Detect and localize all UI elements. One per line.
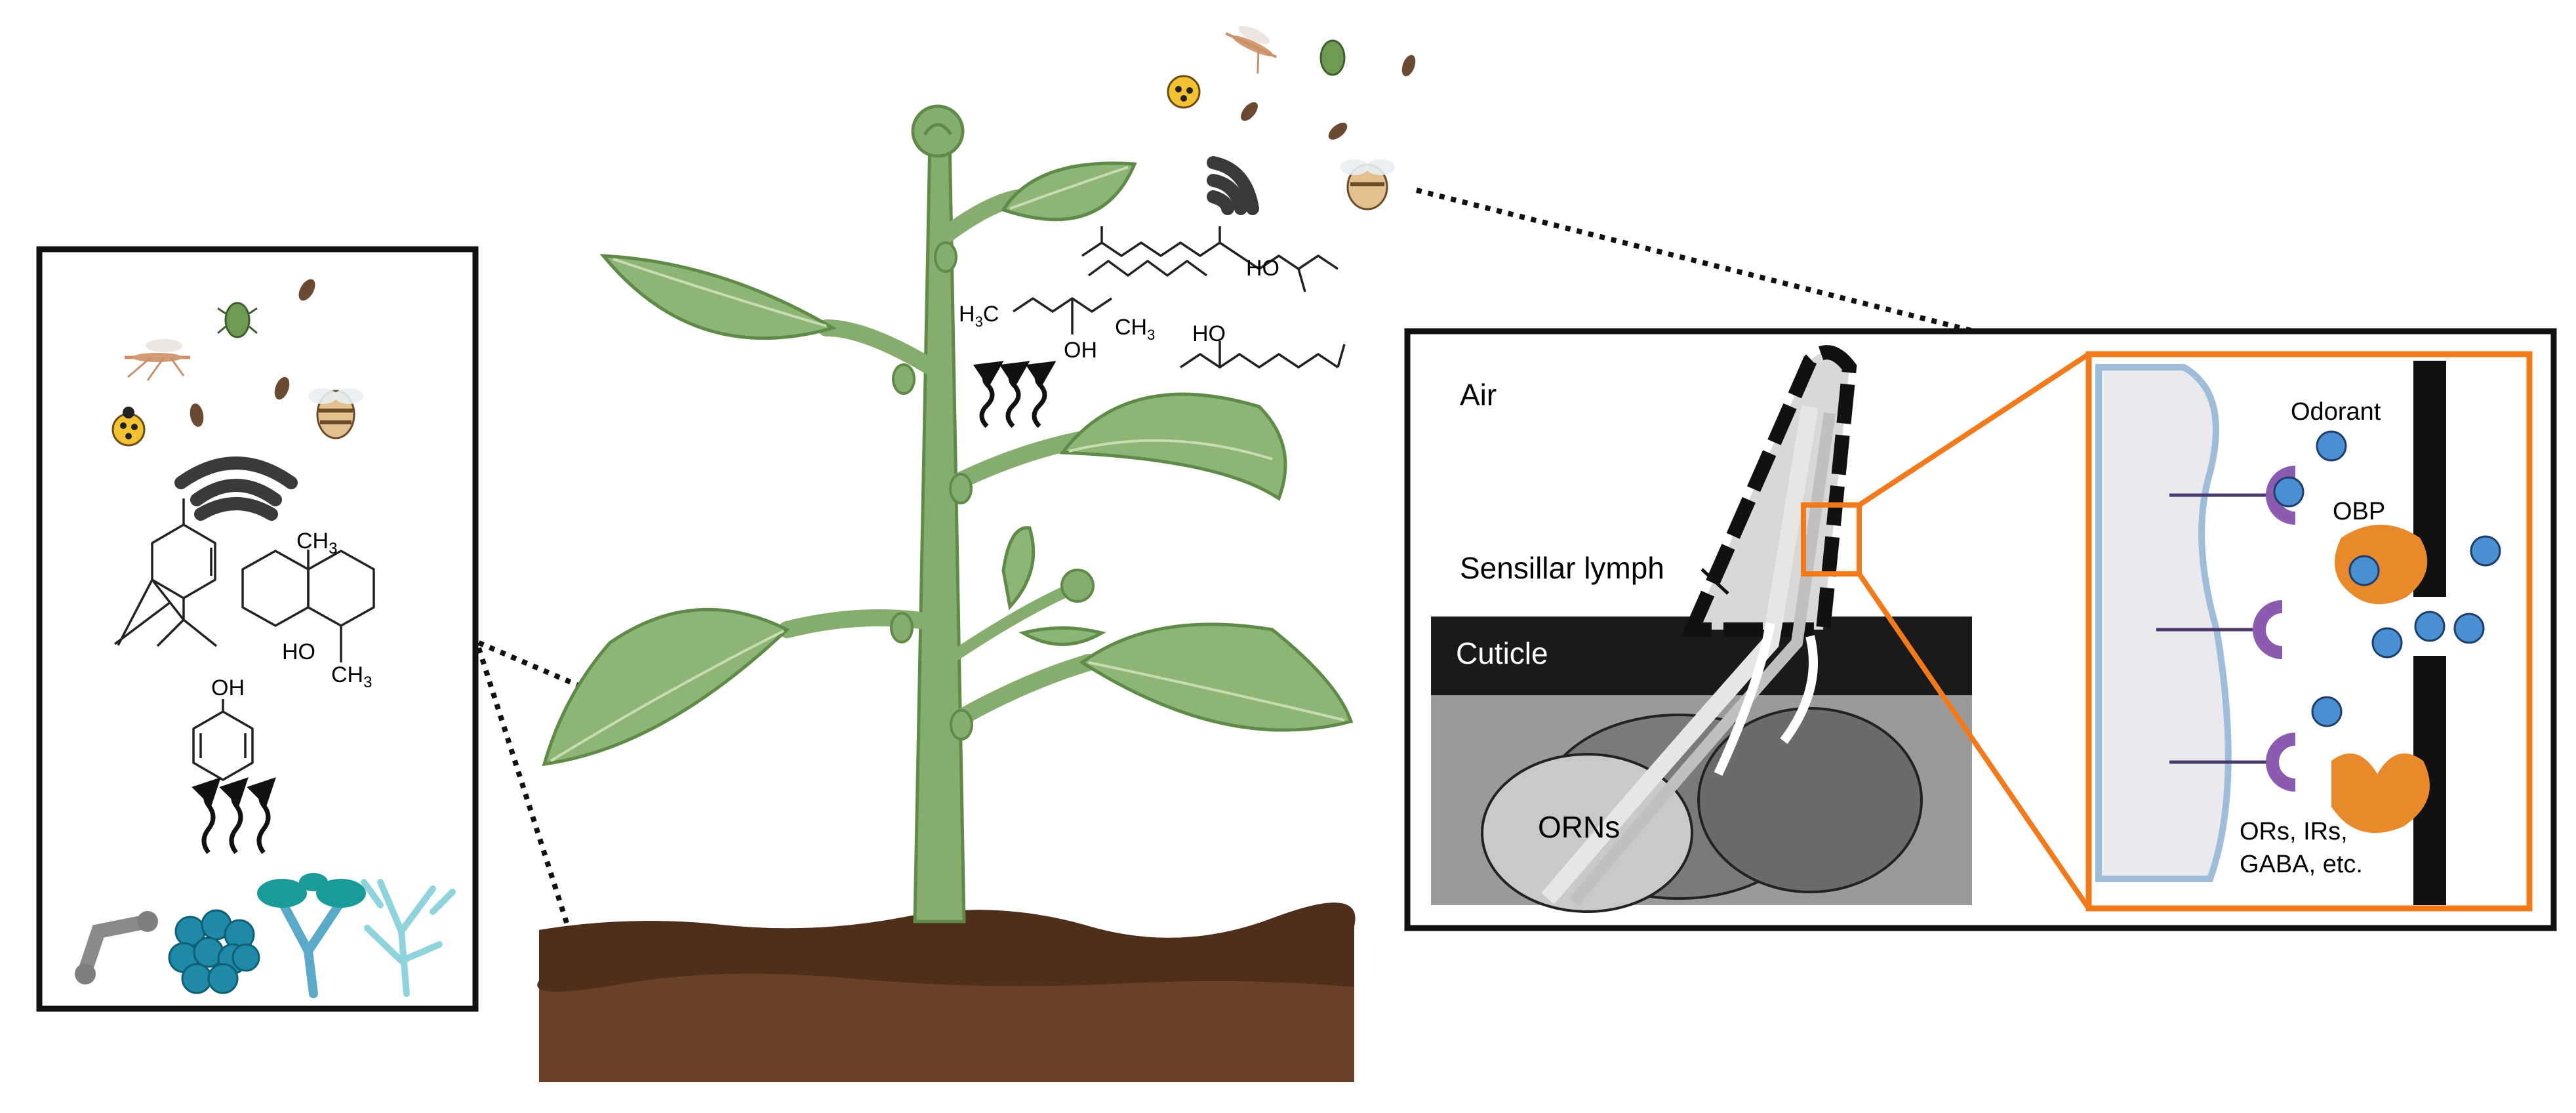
sensillum-illustration [1431, 345, 2091, 913]
svg-text:CH3: CH3 [331, 662, 372, 691]
bacteria-icon [75, 911, 158, 984]
svg-text:H3C: H3C [959, 302, 999, 330]
leaf [542, 161, 1354, 767]
left-panel: CH3 HO CH3 OH [36, 246, 479, 1012]
plant [542, 104, 1354, 923]
soil [537, 902, 1356, 1082]
label-sensillar-lymph: Sensillar lymph [1460, 551, 1664, 585]
right-connector-line [1416, 188, 1975, 334]
svg-text:CH3: CH3 [1115, 315, 1155, 343]
cuticle-layer [1431, 590, 1972, 695]
label-receptors-1: ORs, IRs, [2240, 818, 2348, 845]
label-orns: ORNs [1538, 810, 1620, 844]
svg-text:HO: HO [282, 639, 315, 664]
phenol-structure: OH [192, 676, 254, 781]
right-panel: Air Sensillar lymph Cuticle ORNs [1404, 328, 2557, 931]
svg-text:HO: HO [1192, 321, 1226, 346]
terpene-structure [113, 498, 218, 647]
receptor-icon [2156, 493, 2269, 764]
svg-text:HO: HO [1246, 256, 1279, 281]
insect-icon [1167, 26, 1416, 211]
linalool-structure-2: HO [1180, 321, 1346, 369]
insect-icon [111, 279, 363, 447]
linalool-structure: H3C OH CH3 [959, 260, 1208, 363]
label-air: Air [1460, 378, 1497, 412]
label-odorant: Odorant [2291, 398, 2381, 426]
zoom-panel: Odorant OBP ORs, IRs, GABA, etc. [2085, 351, 2533, 912]
svg-text:OH: OH [211, 676, 245, 700]
signal-waves-icon [1207, 156, 1259, 215]
label-obp: OBP [2333, 498, 2385, 525]
odorant-icon [2273, 430, 2501, 727]
mycelium-icon [361, 879, 456, 997]
svg-text:OH: OH [1064, 338, 1097, 363]
volatile-arrows-icon [191, 777, 276, 855]
volatile-arrows-icon [973, 361, 1057, 428]
signal-waves-icon [174, 456, 298, 521]
fungus-icon [257, 873, 366, 998]
label-cuticle: Cuticle [1456, 636, 1548, 670]
spore-cluster-icon [168, 909, 260, 994]
nerolidol-structure: HO [1081, 226, 1338, 293]
label-receptors-2: GABA, etc. [2240, 851, 2363, 878]
